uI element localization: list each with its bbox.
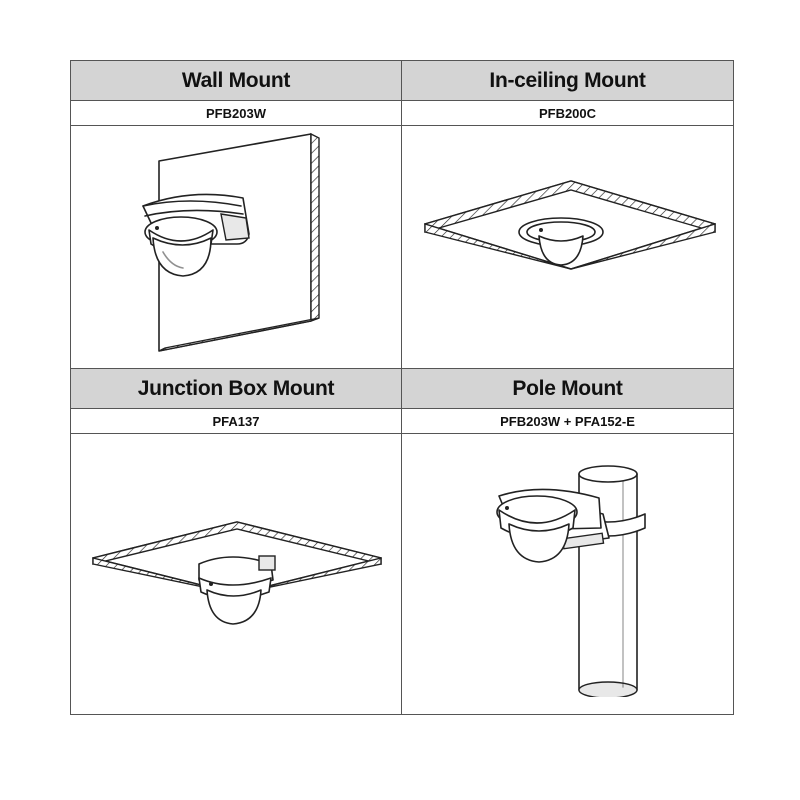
illustration-junction-box-mount xyxy=(71,434,402,714)
header-wall-mount: Wall Mount xyxy=(71,61,402,101)
pole-mount-drawing xyxy=(495,464,646,697)
header-in-ceiling-mount: In-ceiling Mount xyxy=(402,61,733,101)
illustration-wall-mount xyxy=(71,126,402,369)
wall-mount-drawing xyxy=(142,132,320,352)
illustration-pole-mount xyxy=(402,434,733,714)
illustration-in-ceiling-mount xyxy=(402,126,733,369)
model-pole-mount: PFB203W + PFA152-E xyxy=(402,409,733,434)
junction-box-mount-drawing xyxy=(92,520,382,625)
header-pole-mount: Pole Mount xyxy=(402,369,733,409)
model-in-ceiling-mount: PFB200C xyxy=(402,101,733,126)
header-junction-box-mount: Junction Box Mount xyxy=(71,369,402,409)
mount-table: Wall Mount In-ceiling Mount PFB203W PFB2… xyxy=(70,60,734,715)
model-junction-box-mount: PFA137 xyxy=(71,409,402,434)
model-wall-mount: PFB203W xyxy=(71,101,402,126)
in-ceiling-mount-drawing xyxy=(423,179,716,270)
